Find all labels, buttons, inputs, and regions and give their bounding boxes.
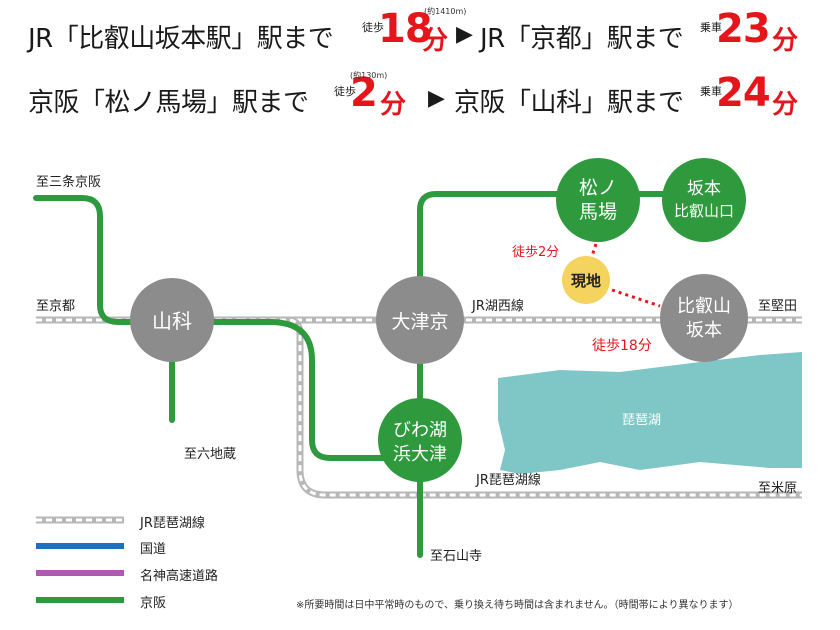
jr-kyoto-text: JR「京都」駅まで <box>480 24 684 54</box>
keihan-matsunobaba-text: 京阪「松ノ馬場」駅まで <box>28 88 309 118</box>
station-yamashina: 山科 <box>130 278 214 362</box>
legend <box>36 516 124 603</box>
site-marker: 現地 <box>562 256 610 304</box>
station-biwako-hamaotsu: びわ湖 浜大津 <box>378 398 462 482</box>
unit-min: 分 <box>422 26 449 56</box>
ride-minutes-23: 23 <box>716 6 771 52</box>
unit-min: 分 <box>772 90 799 120</box>
legend-jr-label: JR琵琶湖線 <box>140 516 205 531</box>
legend-national-road-label: 国道 <box>140 542 167 557</box>
header-row-1: JR「比叡山坂本駅」駅まで 徒歩 18 分 (約1410m) ▶ JR「京都」駅… <box>0 0 840 64</box>
label-to-katata: 至堅田 <box>758 299 797 314</box>
keihan-yamashina-text: 京阪「山科」駅まで <box>454 88 684 118</box>
site-label: 現地 <box>571 272 601 290</box>
label-jr-biwako: JR琵琶湖線 <box>475 472 541 488</box>
ride-minutes-24: 24 <box>716 70 771 116</box>
label-jr-kosei: JR湖西線 <box>471 298 524 314</box>
lake-label: 琵琶湖 <box>622 413 661 428</box>
legend-meishin-label: 名神高速道路 <box>140 569 219 584</box>
distance-note: (約130m) <box>350 71 388 80</box>
arrow-icon: ▶ <box>456 22 473 47</box>
station-label: 大津京 <box>391 311 448 333</box>
walk-18-label: 徒歩18分 <box>592 338 652 354</box>
station-label: 馬場 <box>579 201 617 223</box>
station-label: 浜大津 <box>393 444 447 465</box>
label-to-kyoto: 至京都 <box>36 299 75 314</box>
walk-2-label: 徒歩2分 <box>512 245 559 260</box>
unit-min: 分 <box>380 90 407 120</box>
lake-biwa <box>498 352 802 474</box>
station-label: びわ湖 <box>393 420 447 441</box>
header-row-2: 京阪「松ノ馬場」駅まで 徒歩 2 分 (約130m) ▶ 京阪「山科」駅まで 乗… <box>0 64 840 128</box>
label-to-ishiyamadera: 至石山寺 <box>430 549 482 564</box>
label-to-sanjo: 至三条京阪 <box>36 174 101 190</box>
station-label: 坂本 <box>687 179 721 199</box>
walk-minutes-2: 2 <box>350 70 378 116</box>
arrow-icon: ▶ <box>428 86 445 111</box>
label-to-rokujizo: 至六地蔵 <box>184 447 236 462</box>
jr-biwako-line <box>240 316 802 499</box>
distance-note: (約1410m) <box>424 7 467 16</box>
station-hieizan-sakamoto: 比叡山 坂本 <box>660 274 748 362</box>
station-label: 坂本 <box>686 320 722 341</box>
station-matsunobaba: 松ノ 馬場 <box>556 158 640 242</box>
footnote: ※所要時間は日中平常時のもので、乗り換え待ち時間は含まれません。（時間帯により異… <box>296 600 739 611</box>
station-label: 松ノ <box>579 177 617 199</box>
unit-min: 分 <box>772 26 799 56</box>
station-otsukyo: 大津京 <box>376 276 464 364</box>
label-to-maibara: 至米原 <box>758 481 797 496</box>
station-label: 比叡山口 <box>674 202 734 220</box>
legend-keihan-label: 京阪 <box>140 596 167 611</box>
station-label: 比叡山 <box>677 296 731 317</box>
walk-minutes-18: 18 <box>378 6 433 52</box>
station-sakamoto-hieizanguchi: 坂本 比叡山口 <box>662 158 746 242</box>
jr-hiei-text: JR「比叡山坂本駅」駅まで <box>28 24 334 54</box>
station-label: 山科 <box>152 309 192 333</box>
